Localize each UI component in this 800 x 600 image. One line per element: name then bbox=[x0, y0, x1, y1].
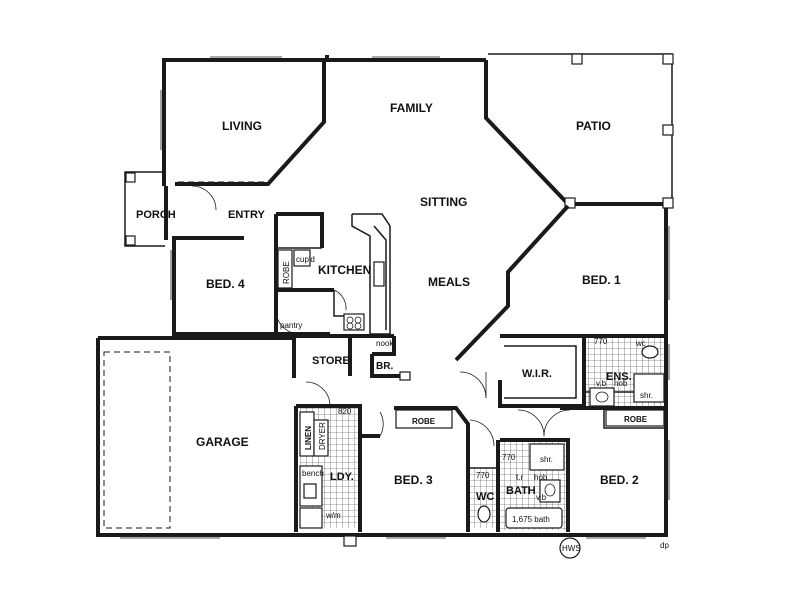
nook-label: nook bbox=[376, 339, 394, 348]
cupd-cabinet bbox=[293, 249, 311, 267]
patio-post bbox=[662, 124, 674, 136]
ens-hob-label: hob bbox=[614, 379, 628, 388]
meter-box bbox=[343, 535, 357, 547]
ens-size-label: 770 bbox=[594, 337, 608, 346]
robe-bed3-label: ROBE bbox=[412, 417, 436, 426]
room-wc: WC bbox=[476, 491, 494, 503]
bathtub bbox=[505, 507, 563, 529]
room-br: BR. bbox=[376, 361, 393, 372]
wc-size-label: 770 bbox=[476, 471, 490, 480]
room-bed2: BED. 2 bbox=[600, 473, 639, 487]
hws-label: HWS bbox=[562, 544, 581, 553]
cooktop bbox=[343, 313, 365, 331]
vanity-bath bbox=[539, 479, 561, 503]
bath-hob-label: hob bbox=[534, 473, 548, 482]
patio-post bbox=[662, 197, 674, 209]
room-patio: PATIO bbox=[576, 119, 611, 133]
porch-post bbox=[125, 172, 136, 183]
porch-outline bbox=[124, 171, 165, 247]
bed2-robe bbox=[605, 409, 665, 427]
robe-bed2-label: ROBE bbox=[624, 415, 648, 424]
size-820-label: 820 bbox=[338, 407, 352, 416]
room-wir: W.I.R. bbox=[522, 368, 552, 380]
bath-shower-label: shr. bbox=[540, 455, 553, 464]
patio-post bbox=[662, 53, 674, 65]
dryer bbox=[313, 419, 329, 457]
bed3-robe bbox=[395, 409, 453, 429]
room-store: STORE bbox=[312, 355, 350, 367]
room-ldy: LDY. bbox=[330, 471, 354, 483]
robe-cabinet bbox=[277, 249, 293, 289]
patio-post bbox=[571, 53, 583, 65]
room-bath: BATH bbox=[506, 485, 536, 497]
room-bed4: BED. 4 bbox=[206, 277, 245, 291]
patio-post bbox=[564, 197, 576, 209]
toilet-wc bbox=[477, 505, 491, 523]
windows bbox=[120, 56, 670, 539]
pantry-label: pantry bbox=[280, 321, 302, 330]
linen-label: LINEN bbox=[304, 426, 313, 450]
room-living: LIVING bbox=[222, 119, 262, 133]
bath-vb-label: v.b bbox=[536, 493, 547, 502]
dryer-label: DRYER bbox=[318, 422, 327, 450]
room-garage: GARAGE bbox=[196, 435, 249, 449]
toilet-ens bbox=[641, 345, 659, 359]
vanity-ens bbox=[589, 387, 615, 407]
room-sitting: SITTING bbox=[420, 195, 467, 209]
bench-label: bench bbox=[302, 469, 324, 478]
kitchen-sink bbox=[373, 261, 385, 287]
room-bed1: BED. 1 bbox=[582, 273, 621, 287]
room-meals: MEALS bbox=[428, 275, 470, 289]
internal-walls bbox=[98, 185, 666, 532]
laundry-tub bbox=[303, 483, 317, 499]
room-entry: ENTRY bbox=[228, 209, 266, 221]
room-ens: ENS. bbox=[606, 371, 632, 383]
robe-kitchen-label: ROBE bbox=[282, 261, 291, 284]
room-kitchen: KITCHEN bbox=[318, 263, 371, 277]
dp-label: dp bbox=[660, 541, 669, 550]
garage-door-outline bbox=[103, 351, 171, 529]
bath-size-label: 770 bbox=[502, 453, 516, 462]
cupd-label: cup'd bbox=[296, 255, 315, 264]
shower-ens bbox=[633, 373, 665, 403]
wm-label: w/m bbox=[325, 511, 341, 520]
ens-wc-label: wc bbox=[635, 339, 646, 348]
washing-machine bbox=[299, 507, 323, 529]
ens-vb-label: v.b bbox=[596, 379, 607, 388]
room-family: FAMILY bbox=[390, 101, 433, 115]
porch-post bbox=[125, 235, 136, 246]
bathtub-size-label: 1,675 bath bbox=[512, 515, 550, 524]
room-bed3: BED. 3 bbox=[394, 473, 433, 487]
bath-tr-label: t.r bbox=[516, 473, 523, 482]
ens-shower-label: shr. bbox=[640, 391, 653, 400]
room-porch: PORCH bbox=[136, 209, 176, 221]
shower-bath bbox=[529, 443, 565, 471]
hws-unit bbox=[559, 537, 581, 559]
